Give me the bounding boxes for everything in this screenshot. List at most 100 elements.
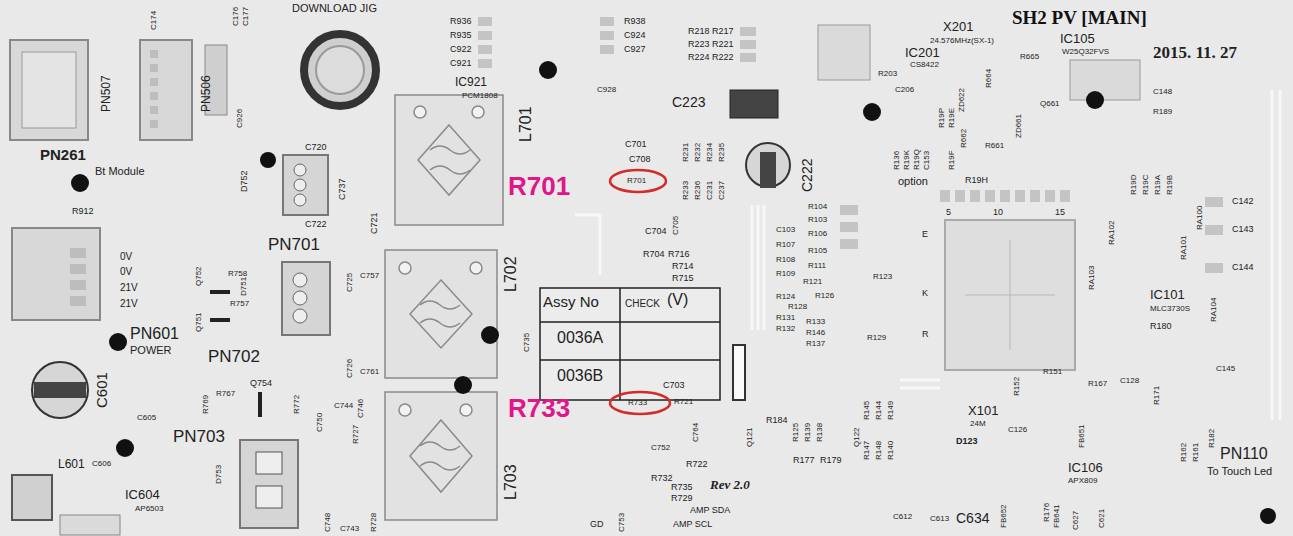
part-label: R111 bbox=[808, 262, 826, 270]
part-label: K bbox=[922, 289, 928, 298]
part-label: IC201 bbox=[905, 46, 940, 59]
part-label: R231 bbox=[682, 143, 690, 162]
part-label: R189 bbox=[1153, 108, 1172, 116]
part-label: R125 bbox=[792, 423, 800, 442]
callout-label: R733 bbox=[508, 395, 570, 421]
table-cell: 0036B bbox=[557, 368, 603, 384]
part-label: R234 bbox=[706, 143, 714, 162]
part-label: R109 bbox=[776, 270, 795, 278]
part-label: C148 bbox=[1153, 88, 1172, 96]
table-cell: (V) bbox=[667, 292, 688, 308]
part-label: AP6503 bbox=[135, 505, 163, 513]
part-label: D753 bbox=[215, 465, 223, 484]
part-label: L703 bbox=[503, 464, 519, 500]
part-label: PN701 bbox=[268, 236, 320, 253]
part-label: C627 bbox=[1072, 511, 1080, 530]
part-label: R716 bbox=[668, 250, 690, 259]
part-label: R235 bbox=[718, 143, 726, 162]
part-label: R bbox=[922, 330, 929, 339]
part-label: FB651 bbox=[1078, 424, 1086, 448]
part-label: C634 bbox=[956, 511, 989, 525]
part-label: R149 bbox=[887, 401, 895, 420]
part-label: R161 bbox=[1192, 443, 1200, 462]
part-label: R103 bbox=[808, 216, 827, 224]
part-label: R108 bbox=[776, 256, 795, 264]
part-label: R767 bbox=[216, 390, 235, 398]
part-label: R217 bbox=[712, 27, 734, 36]
part-label: R233 bbox=[682, 181, 690, 200]
part-label: C701 bbox=[625, 140, 647, 149]
part-label: 0V bbox=[120, 267, 132, 277]
part-label: R147 bbox=[863, 441, 871, 460]
part-label: PN261 bbox=[40, 147, 86, 162]
part-label: R129 bbox=[867, 334, 886, 342]
part-label: C237 bbox=[718, 181, 726, 200]
part-label: C922 bbox=[450, 45, 472, 54]
part-label: R152 bbox=[1013, 377, 1021, 396]
part-label: To Touch Led bbox=[1207, 466, 1272, 477]
part-label: 15 bbox=[1055, 208, 1065, 217]
part-label: R19A bbox=[1154, 175, 1162, 195]
part-label: C761 bbox=[360, 368, 379, 376]
part-label: R912 bbox=[72, 207, 94, 216]
part-label: R179 bbox=[820, 456, 842, 465]
part-label: POWER bbox=[130, 345, 172, 356]
part-label: 0V bbox=[120, 252, 132, 262]
part-label: R232 bbox=[694, 143, 702, 162]
part-label: L702 bbox=[503, 256, 519, 292]
part-label: R701 bbox=[627, 177, 646, 185]
part-label: R144 bbox=[875, 401, 883, 420]
part-label: R935 bbox=[450, 31, 472, 40]
part-label: RA104 bbox=[1210, 298, 1218, 322]
fiducial-dot bbox=[71, 61, 1276, 524]
part-label: R704 bbox=[643, 250, 665, 259]
part-label: R145 bbox=[863, 401, 871, 420]
part-label: C153 bbox=[923, 151, 931, 170]
part-label: R107 bbox=[776, 241, 795, 249]
part-label: R184 bbox=[766, 416, 788, 425]
revision-label: Rev 2.0 bbox=[710, 478, 750, 491]
smd-pads bbox=[210, 17, 1223, 417]
part-label: R19C bbox=[1142, 175, 1150, 195]
part-label: MLC3730S bbox=[1150, 305, 1190, 313]
part-label: R124 bbox=[776, 293, 795, 301]
part-label: Q661 bbox=[1040, 100, 1060, 108]
part-label: R123 bbox=[873, 273, 892, 281]
assy-table bbox=[540, 288, 720, 400]
part-label: C752 bbox=[651, 444, 670, 452]
part-label: C764 bbox=[692, 423, 700, 442]
part-label: IC105 bbox=[1060, 32, 1095, 45]
part-label: R162 bbox=[1180, 443, 1188, 462]
part-label: C703 bbox=[663, 381, 685, 390]
part-label: R138 bbox=[816, 423, 824, 442]
part-label: FB652 bbox=[1000, 504, 1008, 528]
part-label: R146 bbox=[806, 329, 825, 337]
part-label: C735 bbox=[523, 333, 531, 352]
part-label: C144 bbox=[1232, 263, 1254, 272]
part-label: R106 bbox=[808, 230, 827, 238]
part-label: C601 bbox=[94, 372, 109, 408]
part-label: R19Q bbox=[913, 149, 921, 170]
part-label: RA100 bbox=[1196, 206, 1204, 230]
part-label: DOWNLOAD JIG bbox=[292, 3, 377, 14]
part-label: C606 bbox=[92, 460, 111, 468]
part-label: C128 bbox=[1120, 377, 1139, 385]
part-label: R757 bbox=[230, 300, 249, 308]
table-cell: CHECK bbox=[625, 299, 660, 309]
part-label: C737 bbox=[338, 178, 347, 200]
part-label: option bbox=[898, 176, 928, 187]
part-label: C705 bbox=[672, 216, 680, 235]
part-label: Q754 bbox=[250, 379, 272, 388]
part-label: Q752 bbox=[195, 266, 203, 286]
part-label: Q122 bbox=[853, 427, 861, 447]
part-label: C126 bbox=[1008, 426, 1027, 434]
part-label: PN507 bbox=[100, 75, 112, 112]
part-label: C722 bbox=[305, 220, 327, 229]
part-label: R222 bbox=[712, 53, 734, 62]
part-label: X201 bbox=[943, 20, 973, 33]
part-label: AMP SCL bbox=[673, 520, 712, 529]
part-label: R714 bbox=[672, 262, 694, 271]
part-label: IC101 bbox=[1150, 288, 1185, 301]
part-label: R19B bbox=[1166, 175, 1174, 195]
